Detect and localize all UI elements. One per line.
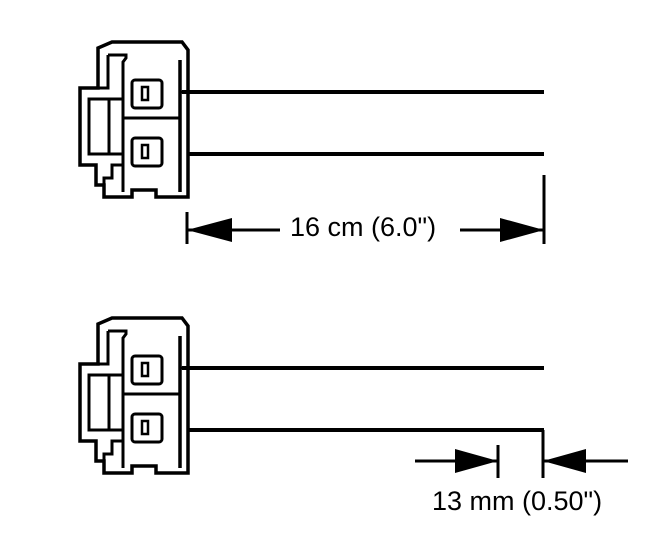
dimension-label-bottom: 13 mm (0.50") (432, 486, 603, 516)
dimension-top (185, 175, 546, 244)
connector-top (78, 40, 546, 199)
dimension-bottom (415, 430, 628, 478)
connector-bottom (78, 316, 546, 475)
dimension-label-top: 16 cm (6.0") (284, 214, 443, 241)
